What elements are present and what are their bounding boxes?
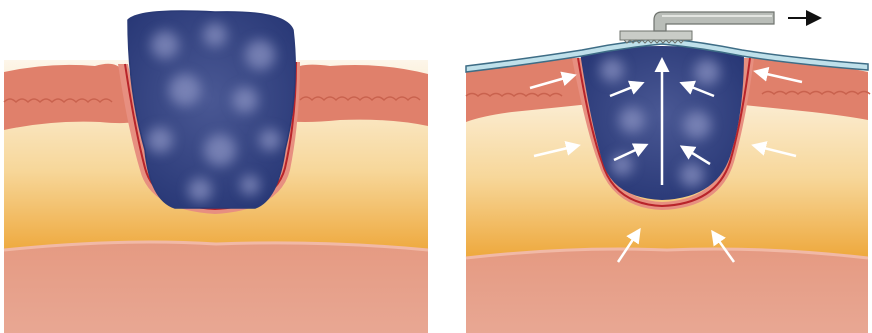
skin-right xyxy=(280,65,428,126)
suction-tube xyxy=(654,12,774,31)
wound-cross-section-left xyxy=(0,0,432,333)
panel-during-negative-pressure xyxy=(462,0,872,333)
muscle-layer xyxy=(466,249,868,333)
wound-cross-section-right xyxy=(462,0,872,333)
panel-before-therapy xyxy=(0,0,432,333)
muscle-layer xyxy=(4,242,428,333)
suction-pad xyxy=(620,31,692,40)
